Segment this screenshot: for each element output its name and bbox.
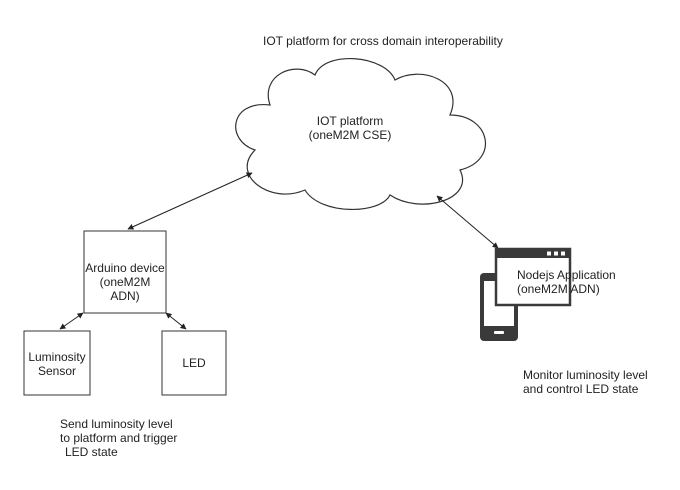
- arrow-cloud-application: [436, 195, 499, 249]
- app-note-line1: Monitor luminosity level: [523, 368, 648, 382]
- led-box: [161, 330, 227, 396]
- led-label: LED: [182, 356, 206, 370]
- arduino-device-box: [83, 230, 167, 314]
- app-note-line2: and control LED state: [523, 382, 639, 396]
- arduino-label-line2: (oneM2M ADN): [99, 275, 151, 303]
- luminosity-sensor-box: [23, 330, 91, 396]
- app-note: Monitor luminosity level and control LED…: [523, 368, 648, 396]
- device-note-line3: LED state: [65, 445, 118, 459]
- device-note: Send luminosity level to platform and tr…: [60, 417, 177, 459]
- diagram-title: IOT platform for cross domain interopera…: [263, 34, 503, 48]
- mobile-desktop-icon: [480, 247, 572, 341]
- cloud-label: IOT platform (oneM2M CSE): [290, 114, 410, 142]
- arrow-arduino-sensor: [59, 312, 84, 330]
- application-label-line2: (oneM2M ADN): [517, 282, 600, 296]
- sensor-label: Luminosity Sensor: [24, 350, 90, 378]
- device-note-line1: Send luminosity level: [60, 417, 173, 431]
- application-label-line1: Nodejs Application: [517, 268, 616, 282]
- arduino-label-line1: Arduino device: [85, 261, 165, 275]
- device-note-line2: to platform and trigger: [60, 431, 178, 445]
- cloud-label-line2: (oneM2M CSE): [308, 128, 392, 142]
- arduino-label: Arduino device (oneM2M ADN): [84, 261, 166, 303]
- sensor-label-line1: Luminosity: [28, 350, 86, 364]
- arrow-arduino-led: [165, 312, 187, 330]
- application-label: Nodejs Application (oneM2M ADN): [517, 268, 616, 296]
- cloud-label-line1: IOT platform: [316, 114, 384, 128]
- arrow-arduino-cloud: [127, 172, 253, 230]
- sensor-label-line2: Sensor: [37, 364, 77, 378]
